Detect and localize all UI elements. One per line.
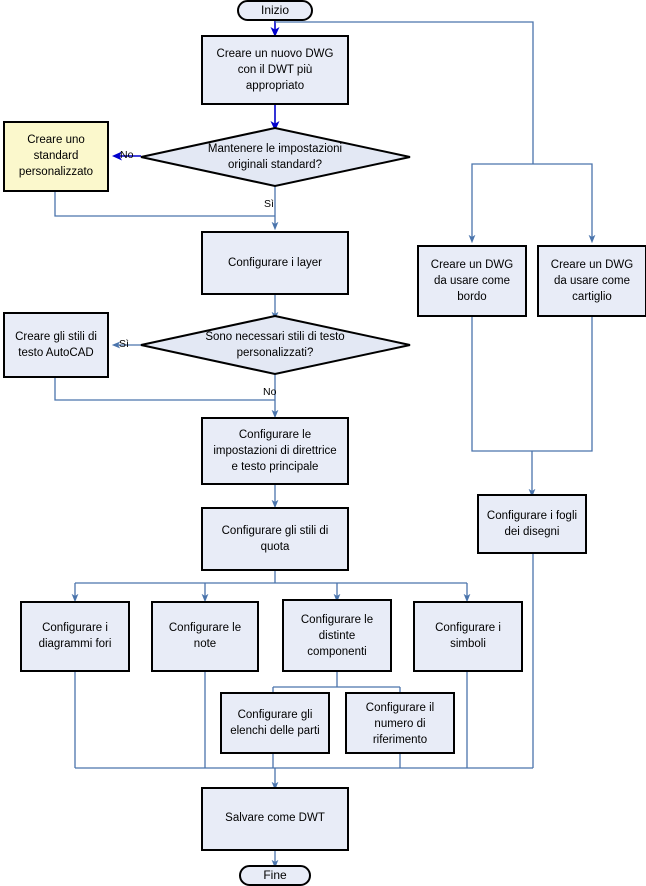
edge-branch-to-border [468, 163, 533, 244]
start-label: Inizio [261, 3, 289, 17]
node-create-text-styles[interactable]: Creare gli stili di testo AutoCAD [3, 312, 109, 378]
config-dim-shape [201, 507, 349, 571]
text-decision-label-1: Sono necessari stili di testo [205, 331, 344, 343]
node-text-styles-decision[interactable]: Sono necessari stili di testo personaliz… [140, 314, 411, 376]
config-symbols-label-2: simboli [450, 638, 486, 650]
config-bom-label-2: distinte [319, 630, 355, 642]
custom-std-label-3: personalizzato [19, 166, 93, 178]
node-config-dimensions[interactable]: Configurare gli stili di quota [201, 507, 349, 571]
edge-text-styles-return [54, 377, 275, 401]
custom-std-label-1: Creare uno [27, 134, 85, 146]
keep-std-shape [140, 126, 411, 188]
config-dim-label-1: Configurare gli stili di [222, 525, 329, 537]
edge-label-keep-std-yes: Sì [264, 198, 274, 210]
config-leader-label-2: impostazioni di direttrice [213, 445, 336, 457]
config-holecharts-label-1: Configurare i [42, 622, 108, 634]
config-layer-shape [201, 231, 349, 295]
node-save-dwt[interactable]: Salvare come DWT [201, 787, 349, 851]
create-text-styles-label-1: Creare gli stili di [15, 331, 97, 343]
node-keep-standard-decision[interactable]: Mantenere le impostazioni originali stan… [140, 126, 411, 188]
config-bom-shape [282, 599, 392, 672]
node-custom-standard[interactable]: Creare uno standard personalizzato [3, 121, 109, 192]
dwg-titleblock-label-2: da usare come [554, 275, 630, 287]
config-balloon-label-2: numero di [374, 718, 425, 730]
config-sheets-shape [477, 494, 587, 554]
node-config-notes[interactable]: Configurare le note [151, 601, 259, 672]
config-partslists-label-1: Configurare gli [238, 709, 313, 721]
save-dwt-shape [201, 787, 349, 851]
node-end[interactable]: Fine [239, 865, 311, 886]
config-symbols-shape [413, 601, 523, 672]
save-dwt-label: Salvare come DWT [225, 812, 325, 824]
node-config-layer[interactable]: Configurare i layer [201, 231, 349, 295]
end-label: Fine [263, 868, 287, 882]
node-start[interactable]: Inizio [237, 0, 313, 21]
node-dwg-border[interactable]: Creare un DWG da usare come bordo [417, 245, 527, 317]
node-config-sheets[interactable]: Configurare i fogli dei disegni [477, 494, 587, 554]
dwg-border-label-1: Creare un DWG [431, 259, 513, 271]
edge-label-keep-std-no: No [120, 149, 134, 161]
config-sheets-label-1: Configurare i fogli [487, 510, 577, 522]
config-holecharts-label-2: diagrammi fori [39, 638, 112, 650]
keep-std-label-2: originali standard? [228, 159, 322, 171]
create-text-styles-shape [3, 312, 109, 378]
create-dwg-label-2: con il DWT più [238, 64, 313, 76]
edge-label-text-yes: Sì [119, 338, 129, 350]
config-leader-label-3: e testo principale [232, 461, 319, 473]
start-shape [237, 0, 313, 21]
edge-branch-to-titleblock [533, 163, 596, 244]
config-dim-label-2: quota [261, 541, 290, 553]
node-dwg-titleblock[interactable]: Creare un DWG da usare come cartiglio [537, 245, 646, 317]
node-config-holecharts[interactable]: Configurare i diagrammi fori [20, 601, 130, 672]
custom-std-shape [3, 121, 109, 192]
dwg-titleblock-label-3: cartiglio [572, 291, 612, 303]
node-config-bom[interactable]: Configurare le distinte componenti [282, 599, 392, 672]
node-config-symbols[interactable]: Configurare i simboli [413, 601, 523, 672]
edge-label-text-no: No [263, 386, 277, 398]
create-dwg-label-3: appropriato [246, 80, 304, 92]
config-notes-label-1: Configurare le [169, 622, 241, 634]
node-create-dwg[interactable]: Creare un nuovo DWG con il DWT più appro… [201, 35, 349, 105]
dwg-border-shape [417, 245, 527, 317]
edge-start-to-right-branch [275, 21, 534, 164]
node-config-balloon[interactable]: Configurare il numero di riferimento [345, 692, 455, 754]
config-balloon-label-1: Configurare il [366, 702, 434, 714]
dwg-border-label-3: bordo [457, 291, 486, 303]
create-dwg-label-1: Creare un nuovo DWG [217, 48, 334, 60]
config-symbols-label-1: Configurare i [435, 622, 501, 634]
create-dwg-shape [201, 35, 349, 105]
config-partslists-label-2: elenchi delle parti [230, 725, 320, 737]
node-config-leader[interactable]: Configurare le impostazioni di direttric… [201, 417, 349, 485]
config-bom-label-3: componenti [307, 646, 366, 658]
dwg-titleblock-label-1: Creare un DWG [551, 259, 633, 271]
config-bom-label-1: Configurare le [301, 614, 373, 626]
edge-custom-std-return [54, 191, 275, 217]
config-holecharts-shape [20, 601, 130, 672]
config-leader-shape [201, 417, 349, 485]
config-balloon-label-3: riferimento [373, 734, 427, 746]
config-leader-label-1: Configurare le [239, 429, 311, 441]
edge-dwgs-merge [471, 316, 593, 452]
custom-std-label-2: standard [34, 150, 79, 162]
keep-std-label-1: Mantenere le impostazioni [208, 143, 342, 155]
config-sheets-label-2: dei disegni [505, 526, 560, 538]
text-decision-label-2: personalizzati? [237, 347, 314, 359]
config-partslists-shape [220, 692, 330, 754]
node-config-partslists[interactable]: Configurare gli elenchi delle parti [220, 692, 330, 754]
config-notes-shape [151, 601, 259, 672]
config-notes-label-2: note [194, 638, 216, 650]
config-balloon-shape [345, 692, 455, 754]
config-layer-label: Configurare i layer [228, 257, 322, 269]
dwg-border-label-2: da usare come [434, 275, 510, 287]
dwg-titleblock-shape [537, 245, 646, 317]
text-decision-shape [140, 314, 411, 376]
end-shape [239, 865, 311, 886]
create-text-styles-label-2: testo AutoCAD [18, 347, 93, 359]
